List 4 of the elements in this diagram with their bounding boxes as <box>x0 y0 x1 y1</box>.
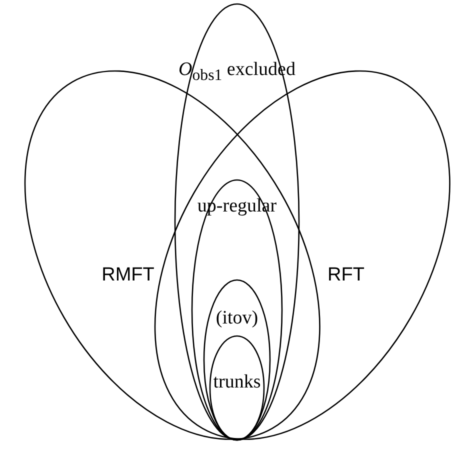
set-label: RMFT <box>102 265 154 284</box>
set-label: RFT <box>328 265 364 284</box>
set-label: (itov) <box>216 308 258 328</box>
set-label: trunks <box>213 372 261 392</box>
